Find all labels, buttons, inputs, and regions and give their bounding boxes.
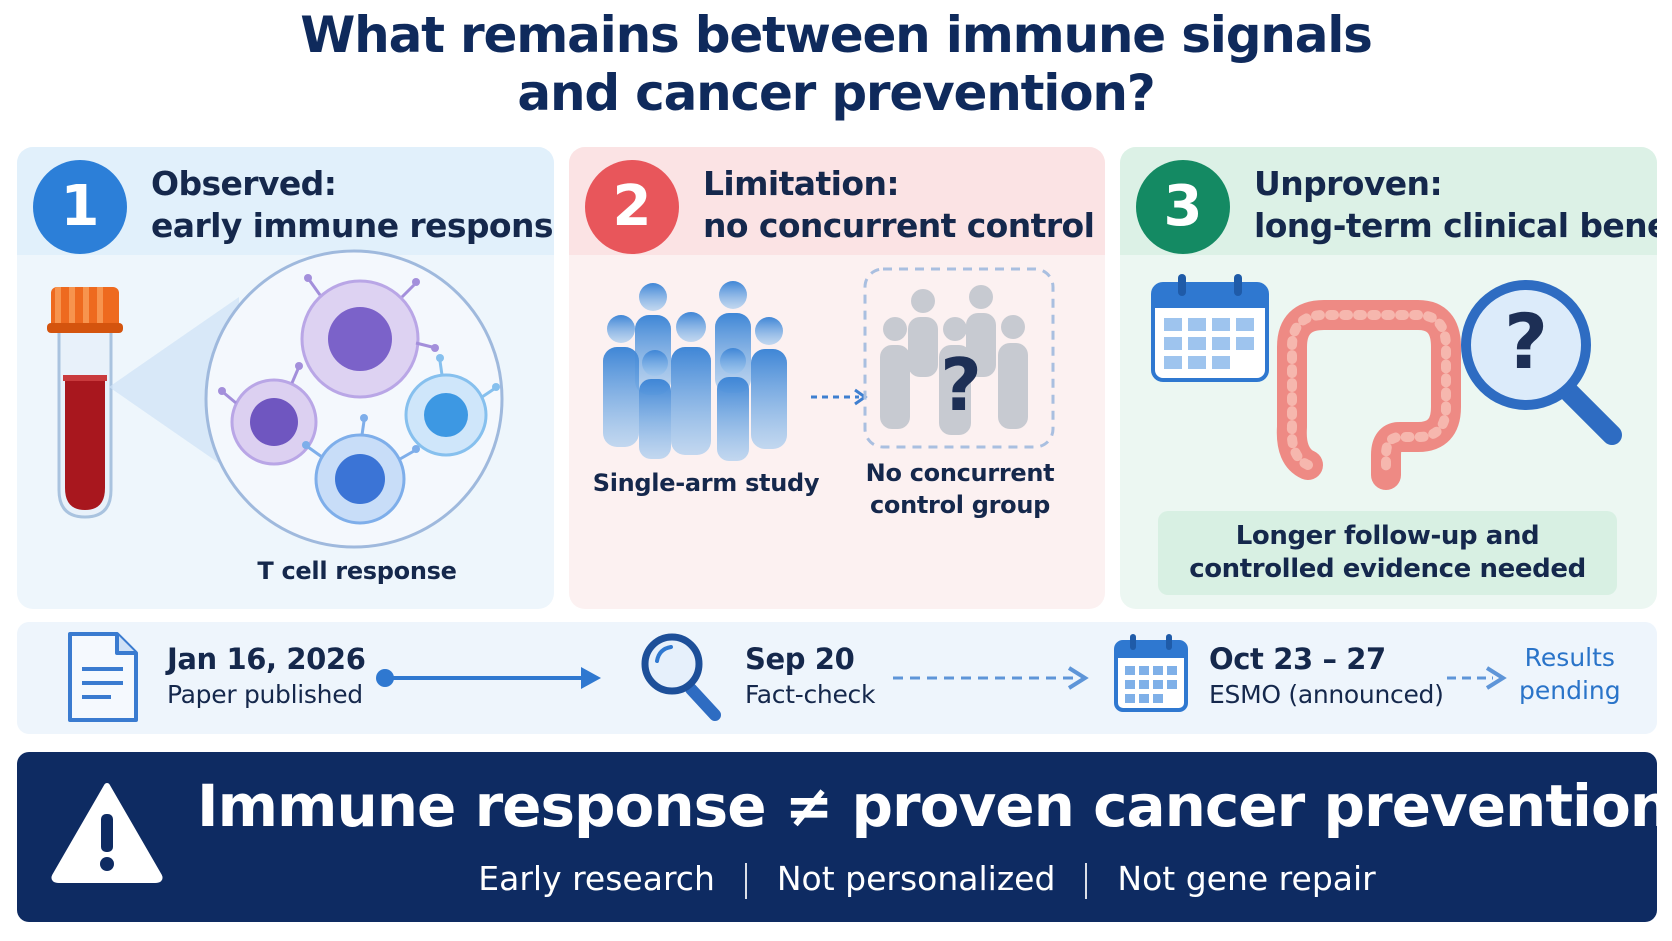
panel-limitation: 2 Limitation: no concurrent control [569,147,1105,609]
evidence-needed-note: Longer follow-up and controlled evidence… [1158,511,1617,595]
page-title: What remains between immune signals and … [0,6,1672,122]
panel-limitation-heading: Limitation: no concurrent control [703,163,1095,247]
panel-unproven: 3 Unproven: long-term clinical benefit ?… [1120,147,1657,609]
fact-check-magnifier-icon [641,633,721,721]
t-cell-caption: T cell response [257,557,457,585]
magnifier-question-mark: ? [1503,297,1549,386]
timeline-item-esmo: Oct 23 – 27 ESMO (announced) [1209,640,1444,712]
panel-observed-heading-line-1: Observed: [151,164,337,203]
question-mark-icon: ? [940,343,982,427]
evidence-needed-line-2: controlled evidence needed [1189,554,1586,584]
page-title-line-1: What remains between immune signals [300,6,1373,64]
timeline-date-published: Jan 16, 2026 [167,642,366,676]
banner-point-not-personalized: Not personalized [776,859,1056,898]
evidence-needed-line-1: Longer follow-up and [1235,521,1540,551]
timeline: Jan 16, 2026 Paper published Sep 20 Fact… [17,622,1657,734]
panel-observed-header: 1 Observed: early immune responses [17,147,554,255]
banner-point-early-research: Early research [478,859,715,898]
warning-icon [51,783,163,883]
calendar-icon [1151,274,1269,382]
page-title-line-2: and cancer prevention? [517,64,1155,122]
magnification-beam [109,297,239,477]
timeline-label-published: Paper published [167,680,363,709]
panel-limitation-heading-line-1: Limitation: [703,164,900,203]
timeline-results-line-2: pending [1519,676,1621,705]
timeline-date-esmo: Oct 23 – 27 [1209,642,1386,676]
blood-tube-icon [47,287,123,519]
timeline-label-fact-check: Fact-check [745,680,876,709]
panel-observed-heading: Observed: early immune responses [151,163,554,247]
control-group-caption-line-1: No concurrent [865,459,1055,487]
step-badge-3: 3 [1136,160,1230,254]
panel-unproven-heading-line-2: long-term clinical benefit [1254,206,1657,245]
panel-unproven-heading: Unproven: long-term clinical benefit [1254,163,1657,247]
magnifier-icon [1461,280,1622,445]
panel-unproven-header: 3 Unproven: long-term clinical benefit [1120,147,1657,255]
timeline-item-results-pending: Results pending [1519,641,1621,707]
control-group-unknown-icon [863,267,1055,449]
step-badge-1: 1 [33,160,127,254]
step-badge-2: 2 [585,160,679,254]
timeline-results-line-1: Results [1524,643,1615,672]
panel-observed: 1 Observed: early immune responses [17,147,554,609]
banner-points: Early research Not personalized Not gene r… [197,857,1657,901]
esmo-calendar-icon [1114,634,1188,712]
control-group-caption: No concurrent control group [855,457,1065,521]
single-arm-caption: Single-arm study [592,469,820,497]
panel-limitation-heading-line-2: no concurrent control [703,206,1095,245]
timeline-item-fact-check: Sep 20 Fact-check [745,640,875,712]
banner-separator [744,862,747,899]
banner-separator [1085,862,1088,899]
timeline-arrow-solid [376,667,601,689]
conclusion-banner: Immune response ≠ proven cancer preventi… [17,752,1671,922]
document-icon [68,632,138,722]
panel-unproven-heading-line-1: Unproven: [1254,164,1443,203]
banner-point-not-gene-repair: Not gene repair [1117,859,1376,898]
people-group-icon [603,281,787,461]
colon-icon [1276,300,1461,490]
panel-observed-heading-line-2: early immune responses [151,206,554,245]
timeline-item-published: Jan 16, 2026 Paper published [167,640,366,712]
control-group-caption-line-2: control group [869,491,1051,519]
timeline-arrow-dashed-short [1447,666,1507,690]
t-cell-icon [204,249,504,549]
timeline-label-esmo: ESMO (announced) [1209,680,1444,709]
timeline-arrow-dashed [893,666,1089,690]
banner-title: Immune response ≠ proven cancer preventi… [197,772,1671,840]
panel-limitation-header: 2 Limitation: no concurrent control [569,147,1105,255]
dashed-arrow [811,388,868,406]
timeline-date-fact-check: Sep 20 [745,642,855,676]
